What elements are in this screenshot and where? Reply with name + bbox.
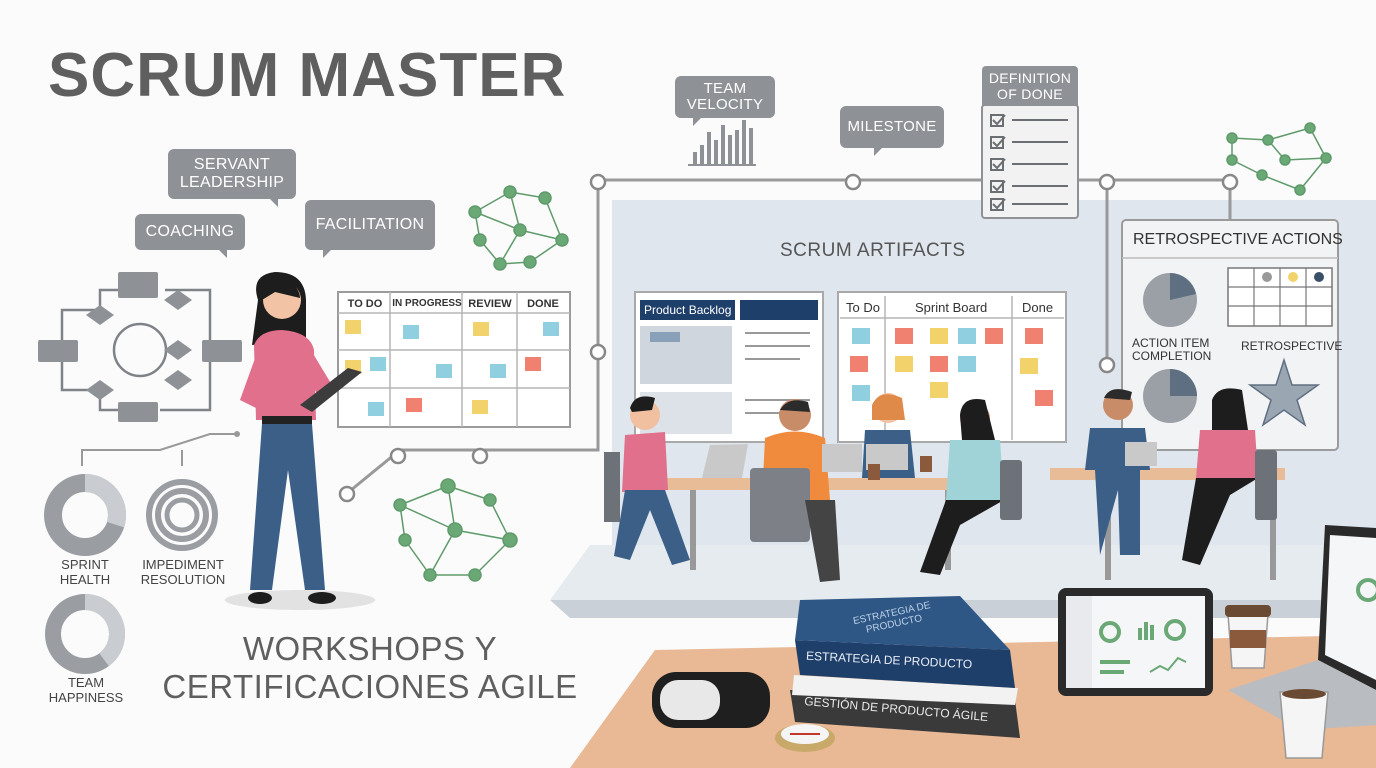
metric-connectors [81, 433, 237, 466]
retrospective-panel [1121, 219, 1339, 451]
facilitation-label: FACILITATION [315, 216, 425, 233]
page-title: SCRUM MASTER [48, 41, 567, 110]
office-floor [550, 545, 1376, 600]
team-velocity-label: TEAM VELOCITY [686, 80, 764, 113]
network-graph-left [468, 185, 569, 271]
laptop [1228, 525, 1376, 730]
retrospective-label: RETROSPECTIVE [1241, 339, 1343, 353]
servant-leadership-bubble: SERVANT LEADERSHIP [168, 149, 296, 207]
impediment-donut [146, 479, 218, 551]
coaching-bubble: COACHING [135, 214, 245, 258]
kanban-board [337, 291, 571, 428]
flowchart-shapes [38, 272, 242, 422]
checklist-icon [981, 104, 1079, 219]
book-stack [790, 596, 1020, 738]
vr-headset [652, 672, 770, 728]
coffee-cup [1225, 605, 1329, 759]
tablet [1058, 588, 1213, 696]
facilitation-bubble: FACILITATION [305, 200, 435, 258]
team-members [604, 388, 1285, 582]
impediment-resolution-label: IMPEDIMENT RESOLUTION [140, 557, 226, 587]
sprint-board-title: Sprint Board [915, 300, 988, 315]
servant-leadership-label: SERVANT LEADERSHIP [179, 156, 285, 191]
milestone-label: MILESTONE [847, 118, 937, 135]
workshops-subtitle: WORKSHOPS Y CERTIFICACIONES AGILE [162, 630, 578, 705]
retrospective-actions-title: RETROSPECTIVE ACTIONS [1133, 231, 1343, 248]
product-backlog-panel [634, 291, 824, 443]
network-graph-bottom [393, 478, 518, 582]
team-happiness-label: TEAM HAPPINESS [48, 675, 124, 705]
compass [775, 724, 835, 752]
velocity-bars-icon [688, 120, 756, 166]
connector-nodes [338, 173, 1239, 503]
kanban-col-in-progress: IN PROGRESS [392, 298, 462, 309]
scrum-artifacts-title: SCRUM ARTIFACTS [780, 240, 966, 261]
definition-of-done-bubble: DEFINITION OF DONE [982, 66, 1078, 106]
action-item-completion-label: ACTION ITEM COMPLETION [1132, 336, 1212, 363]
coaching-label: COACHING [145, 223, 235, 240]
definition-of-done-label: DEFINITION OF DONE [988, 70, 1072, 102]
network-graph-right [1226, 122, 1332, 196]
sprint-todo-label: To Do [846, 300, 880, 315]
sprint-health-label: SPRINT HEALTH [59, 557, 111, 587]
team-velocity-bubble: TEAM VELOCITY [675, 76, 775, 126]
milestone-bubble: MILESTONE [840, 106, 944, 156]
sprint-done-label: Done [1022, 300, 1054, 315]
kanban-col-done: DONE [527, 298, 559, 310]
sprint-health-donut [44, 474, 126, 556]
scrum-master-figure [225, 272, 375, 610]
product-backlog-label: Product Backlog [644, 303, 732, 317]
happiness-donut [45, 594, 125, 674]
kanban-col-todo: TO DO [347, 298, 383, 310]
kanban-col-review: REVIEW [468, 298, 512, 310]
